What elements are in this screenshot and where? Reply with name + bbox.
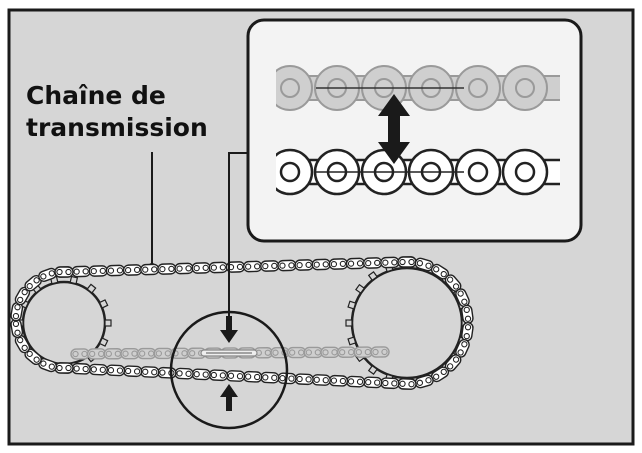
chain-roller-pin xyxy=(514,161,536,183)
chain-link xyxy=(38,267,58,282)
chain-link xyxy=(353,346,374,358)
chain-link xyxy=(103,348,124,360)
sprocket-tooth xyxy=(69,275,79,285)
chain-link xyxy=(208,261,229,274)
chain-link xyxy=(140,366,160,378)
chain-roller-pin xyxy=(279,161,301,183)
chain-link xyxy=(120,347,140,360)
magnifier-connector xyxy=(228,152,248,318)
chain-link xyxy=(380,377,400,390)
chain-slack-run xyxy=(70,346,390,360)
chain-roller-pin xyxy=(468,78,488,98)
sprocket-tooth xyxy=(104,319,112,327)
chain-link xyxy=(174,367,194,380)
chain-link xyxy=(430,263,450,280)
chain-link xyxy=(191,368,211,381)
inset-detail-box xyxy=(246,18,583,243)
chain-link xyxy=(88,363,108,376)
chain-link xyxy=(320,346,340,359)
chain-roller-pin xyxy=(280,78,300,98)
chain-link xyxy=(345,375,366,388)
chain-link xyxy=(328,258,349,270)
chain-roller-pin xyxy=(515,78,535,98)
double-arrow-icon xyxy=(378,94,410,164)
chain-link xyxy=(14,334,31,354)
chain-link xyxy=(363,257,383,269)
chain-link xyxy=(122,264,143,276)
chain-link xyxy=(54,266,74,278)
chain-link xyxy=(191,262,211,274)
sprocket-tooth xyxy=(86,283,97,294)
chain-link xyxy=(242,260,263,273)
chain-link xyxy=(455,288,470,307)
chain-link xyxy=(311,374,331,386)
chain-link xyxy=(277,259,297,272)
label-line-2: transmission xyxy=(26,113,208,142)
chain-link xyxy=(122,365,143,378)
chain-link xyxy=(444,354,462,372)
chain-link xyxy=(345,257,366,270)
chain-link xyxy=(71,265,91,278)
chain-link xyxy=(225,261,246,273)
sprocket-tooth xyxy=(367,271,378,282)
chain-link xyxy=(140,263,160,276)
sprocket-tooth xyxy=(347,300,357,310)
chain-link xyxy=(242,370,263,383)
chain-link xyxy=(328,374,349,387)
chain-link xyxy=(444,274,462,292)
sprocket-tooth xyxy=(98,299,109,309)
sprocket-tooth xyxy=(355,283,366,294)
chain-link xyxy=(336,346,357,358)
chain-link xyxy=(157,263,177,275)
chain-link xyxy=(88,265,108,277)
chain-link xyxy=(370,346,390,358)
chain-link xyxy=(397,378,417,390)
chain-link xyxy=(10,302,24,322)
chain-link xyxy=(294,373,314,386)
arrow-up-icon xyxy=(220,384,238,411)
chain-link xyxy=(105,364,126,377)
chain-link xyxy=(86,348,107,360)
chain-link xyxy=(24,274,42,292)
chain-link xyxy=(294,259,314,271)
sprocket-tooth xyxy=(367,364,378,375)
chain-link xyxy=(397,256,417,268)
chain-link xyxy=(311,258,331,271)
chain-link xyxy=(208,369,229,382)
sprocket-tooth xyxy=(98,337,109,347)
chain-link xyxy=(70,348,90,360)
label-line-1: Chaîne de xyxy=(26,81,166,110)
chain-link xyxy=(14,286,31,306)
chain-link xyxy=(54,362,74,374)
chain-link xyxy=(461,322,474,342)
sprocket-tooth xyxy=(347,336,357,346)
chain-link xyxy=(363,376,383,389)
chain-link xyxy=(71,362,91,375)
chain-link xyxy=(286,346,307,359)
chain-link xyxy=(303,346,324,359)
magnifier-circle xyxy=(169,310,289,430)
chain-link xyxy=(461,304,474,324)
chain-link xyxy=(260,260,280,272)
chain-link xyxy=(174,262,194,275)
chain-link xyxy=(153,347,174,360)
chain-link xyxy=(225,370,246,382)
chain-roller-pin xyxy=(467,161,489,183)
chain-link xyxy=(157,366,177,379)
arrow-down-icon xyxy=(220,316,238,343)
chain-link xyxy=(260,371,280,384)
sprocket-tooth xyxy=(345,319,353,327)
chain-link xyxy=(380,256,400,269)
chain-link xyxy=(136,347,157,360)
drive-chain xyxy=(10,256,474,390)
chain-link xyxy=(105,264,126,277)
